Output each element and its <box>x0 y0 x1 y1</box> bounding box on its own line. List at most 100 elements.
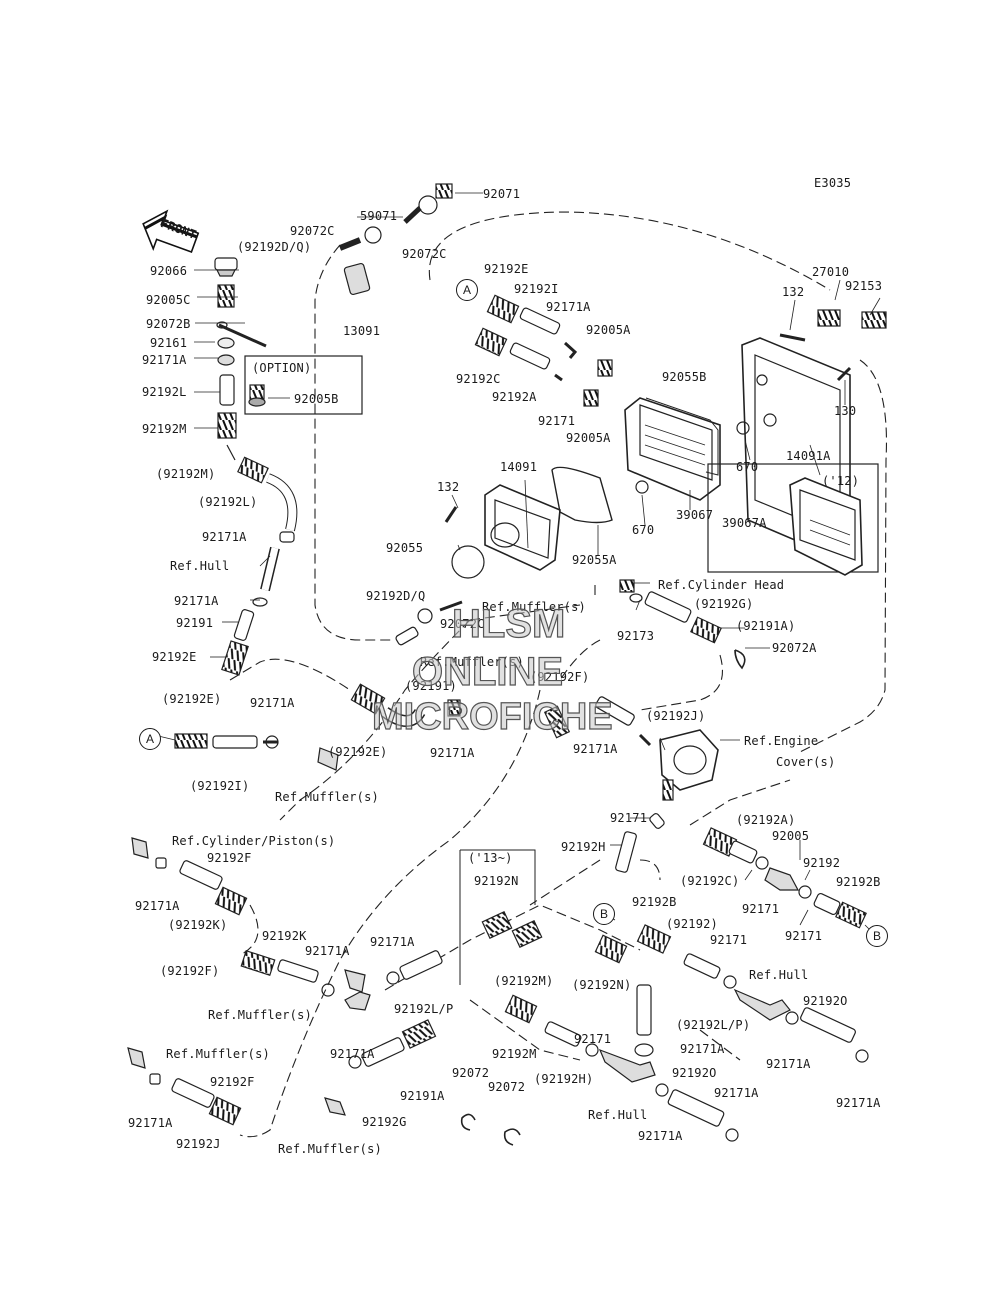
front-arrow <box>142 209 200 254</box>
part-label: Ref.Muffler(s) <box>208 1008 312 1022</box>
part-label: 14091 <box>500 460 538 474</box>
part-label: 92005A <box>566 431 611 445</box>
part-label: 92192G <box>362 1115 407 1129</box>
part-label: 92192D/Q <box>366 589 426 603</box>
part-label: 92161 <box>150 336 188 350</box>
part-label: 92072C <box>290 224 335 238</box>
watermark-line-3: MICROFICHE <box>371 696 613 738</box>
part-label: Ref.Muffler(s) <box>482 600 586 614</box>
part-label: 39067 <box>676 508 714 522</box>
top-parts <box>338 183 453 296</box>
part-label: Ref.Engine <box>744 734 819 748</box>
part-label: 92192M <box>142 422 187 436</box>
part-label: 92192H <box>561 840 606 854</box>
year-13-label: ('13~) <box>468 851 513 865</box>
part-label: (92191) <box>405 679 457 693</box>
part-label: Ref.Cylinder Head <box>658 578 785 592</box>
part-label: 92192J <box>176 1137 221 1151</box>
part-label: Ref.Cylinder/Piston(s) <box>172 834 336 848</box>
part-label: 59071 <box>360 209 398 223</box>
callout-a-top: A <box>456 279 478 301</box>
part-label: (92192H) <box>534 1072 594 1086</box>
part-label: (92192E) <box>328 745 388 759</box>
part-label: (92192F) <box>160 964 220 978</box>
part-label: (92192A) <box>736 813 796 827</box>
part-label: 92192 <box>803 856 841 870</box>
left-stack <box>214 257 298 676</box>
year-13-box <box>459 849 536 985</box>
part-label: (92192L/P) <box>676 1018 751 1032</box>
part-label: 92072 <box>488 1080 526 1094</box>
part-label: (92192M) <box>156 467 216 481</box>
part-label: 92171A <box>330 1047 375 1061</box>
part-label: 670 <box>632 523 655 537</box>
part-label: 92171A <box>680 1042 725 1056</box>
part-label: 92191A <box>400 1089 445 1103</box>
watermark-line-1: HLSM <box>451 602 566 646</box>
part-label: 92072B <box>146 317 191 331</box>
part-label: 13091 <box>343 324 381 338</box>
part-label: 670 <box>736 460 759 474</box>
part-label: 92171A <box>714 1086 759 1100</box>
part-label: 92171A <box>638 1129 683 1143</box>
part-label: 92192K <box>262 929 307 943</box>
lower-left <box>127 837 366 1126</box>
part-label: 27010 <box>812 265 850 279</box>
a-row <box>174 733 339 771</box>
part-label: 92171A <box>836 1096 881 1110</box>
part-label: 92055 <box>386 541 424 555</box>
part-label: 132 <box>782 285 805 299</box>
part-label: 92192I <box>514 282 559 296</box>
part-label: 92171A <box>430 746 475 760</box>
part-label: 92192C <box>456 372 501 386</box>
part-label: Ref.Hull <box>170 559 230 573</box>
diagram-code: E3035 <box>814 176 852 190</box>
callout-a-left: A <box>139 728 161 750</box>
part-label: 92055A <box>572 553 617 567</box>
part-label: 92192E <box>152 650 197 664</box>
part-label: (92191A) <box>736 619 796 633</box>
part-label: Ref.Muffler(s) <box>166 1047 270 1061</box>
part-label: 92005C <box>146 293 191 307</box>
part-label: 92153 <box>845 279 883 293</box>
part-label: 92171A <box>305 944 350 958</box>
part-label: 39067A <box>722 516 767 530</box>
part-label: (92192I) <box>190 779 250 793</box>
part-label: (92192K) <box>168 918 228 932</box>
part-label: 92192N <box>474 874 519 888</box>
part-label: 92192E <box>484 262 529 276</box>
part-label: (92192C) <box>680 874 740 888</box>
part-label: 92171 <box>574 1032 612 1046</box>
part-label: 92171A <box>142 353 187 367</box>
part-label: 92173 <box>617 629 655 643</box>
part-label: 92192F <box>207 851 252 865</box>
part-label: Ref.Muffler(s) <box>420 655 524 669</box>
part-label: 92005 <box>772 829 810 843</box>
right-cluster <box>615 827 867 929</box>
vent-fitting <box>248 384 266 407</box>
callout-b-mid: B <box>593 903 615 925</box>
part-label: 92192L/P <box>394 1002 454 1016</box>
part-label: 92192B <box>632 895 677 909</box>
part-label: 92171A <box>573 742 618 756</box>
part-label: (92192L) <box>198 495 258 509</box>
part-label: (92192G) <box>694 597 754 611</box>
part-label: 92055B <box>662 370 707 384</box>
part-label: (92192D/Q) <box>237 240 312 254</box>
part-label: 92192F <box>210 1075 255 1089</box>
part-label: 92071 <box>483 187 521 201</box>
option-box-label: (OPTION) <box>252 361 312 375</box>
part-label: 92171A <box>250 696 295 710</box>
part-label: (92192N) <box>572 978 632 992</box>
part-label: 92192O <box>672 1066 717 1080</box>
option-box <box>244 355 363 415</box>
part-label: 92171A <box>135 899 180 913</box>
part-label: Ref.Muffler(s) <box>275 790 379 804</box>
mid-hoses <box>350 579 746 829</box>
part-label: (92192) <box>666 917 718 931</box>
leader-lines <box>149 192 881 931</box>
part-label: 132 <box>437 480 460 494</box>
part-label: 92192O <box>803 994 848 1008</box>
